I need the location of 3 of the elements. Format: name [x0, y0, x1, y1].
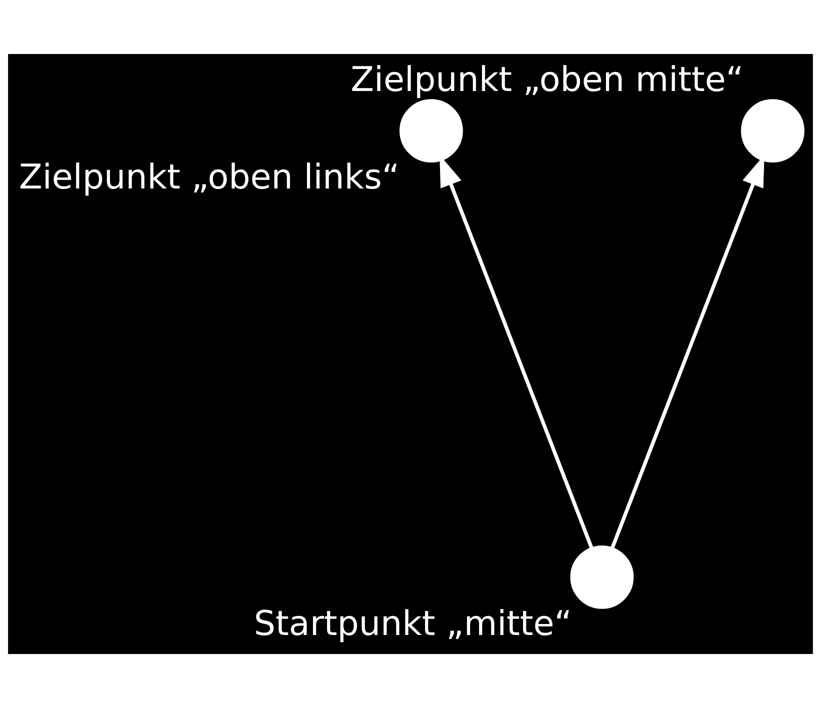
node-label: Zielpunkt „oben links“ — [19, 158, 400, 198]
node-label: Startpunkt „mitte“ — [254, 604, 572, 644]
node-label: Zielpunkt „oben mitte“ — [350, 60, 744, 100]
